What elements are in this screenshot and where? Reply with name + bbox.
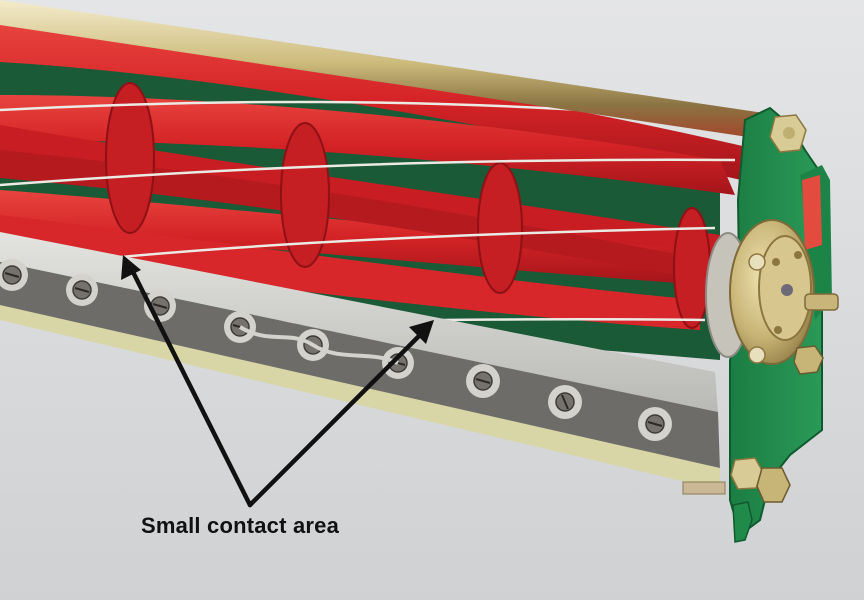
- shaft-stub: [804, 293, 839, 311]
- bedbar-bracket: [682, 481, 726, 495]
- annotation-arrows: [121, 255, 434, 508]
- warning-decal: [802, 175, 822, 250]
- arrow-head-right-icon: [409, 320, 434, 344]
- bedknife-screws: [0, 259, 672, 441]
- brass-hub: [729, 219, 815, 365]
- roller-rod: [0, 0, 768, 140]
- frame-bolts: [730, 114, 824, 503]
- arrow-head-left-icon: [121, 255, 141, 280]
- bedbar: [0, 262, 720, 470]
- reel-spiders: [105, 82, 711, 329]
- bedknife-edge: [0, 232, 718, 412]
- annotation-label: Small contact area: [141, 513, 340, 538]
- adjuster-tab: [732, 501, 753, 543]
